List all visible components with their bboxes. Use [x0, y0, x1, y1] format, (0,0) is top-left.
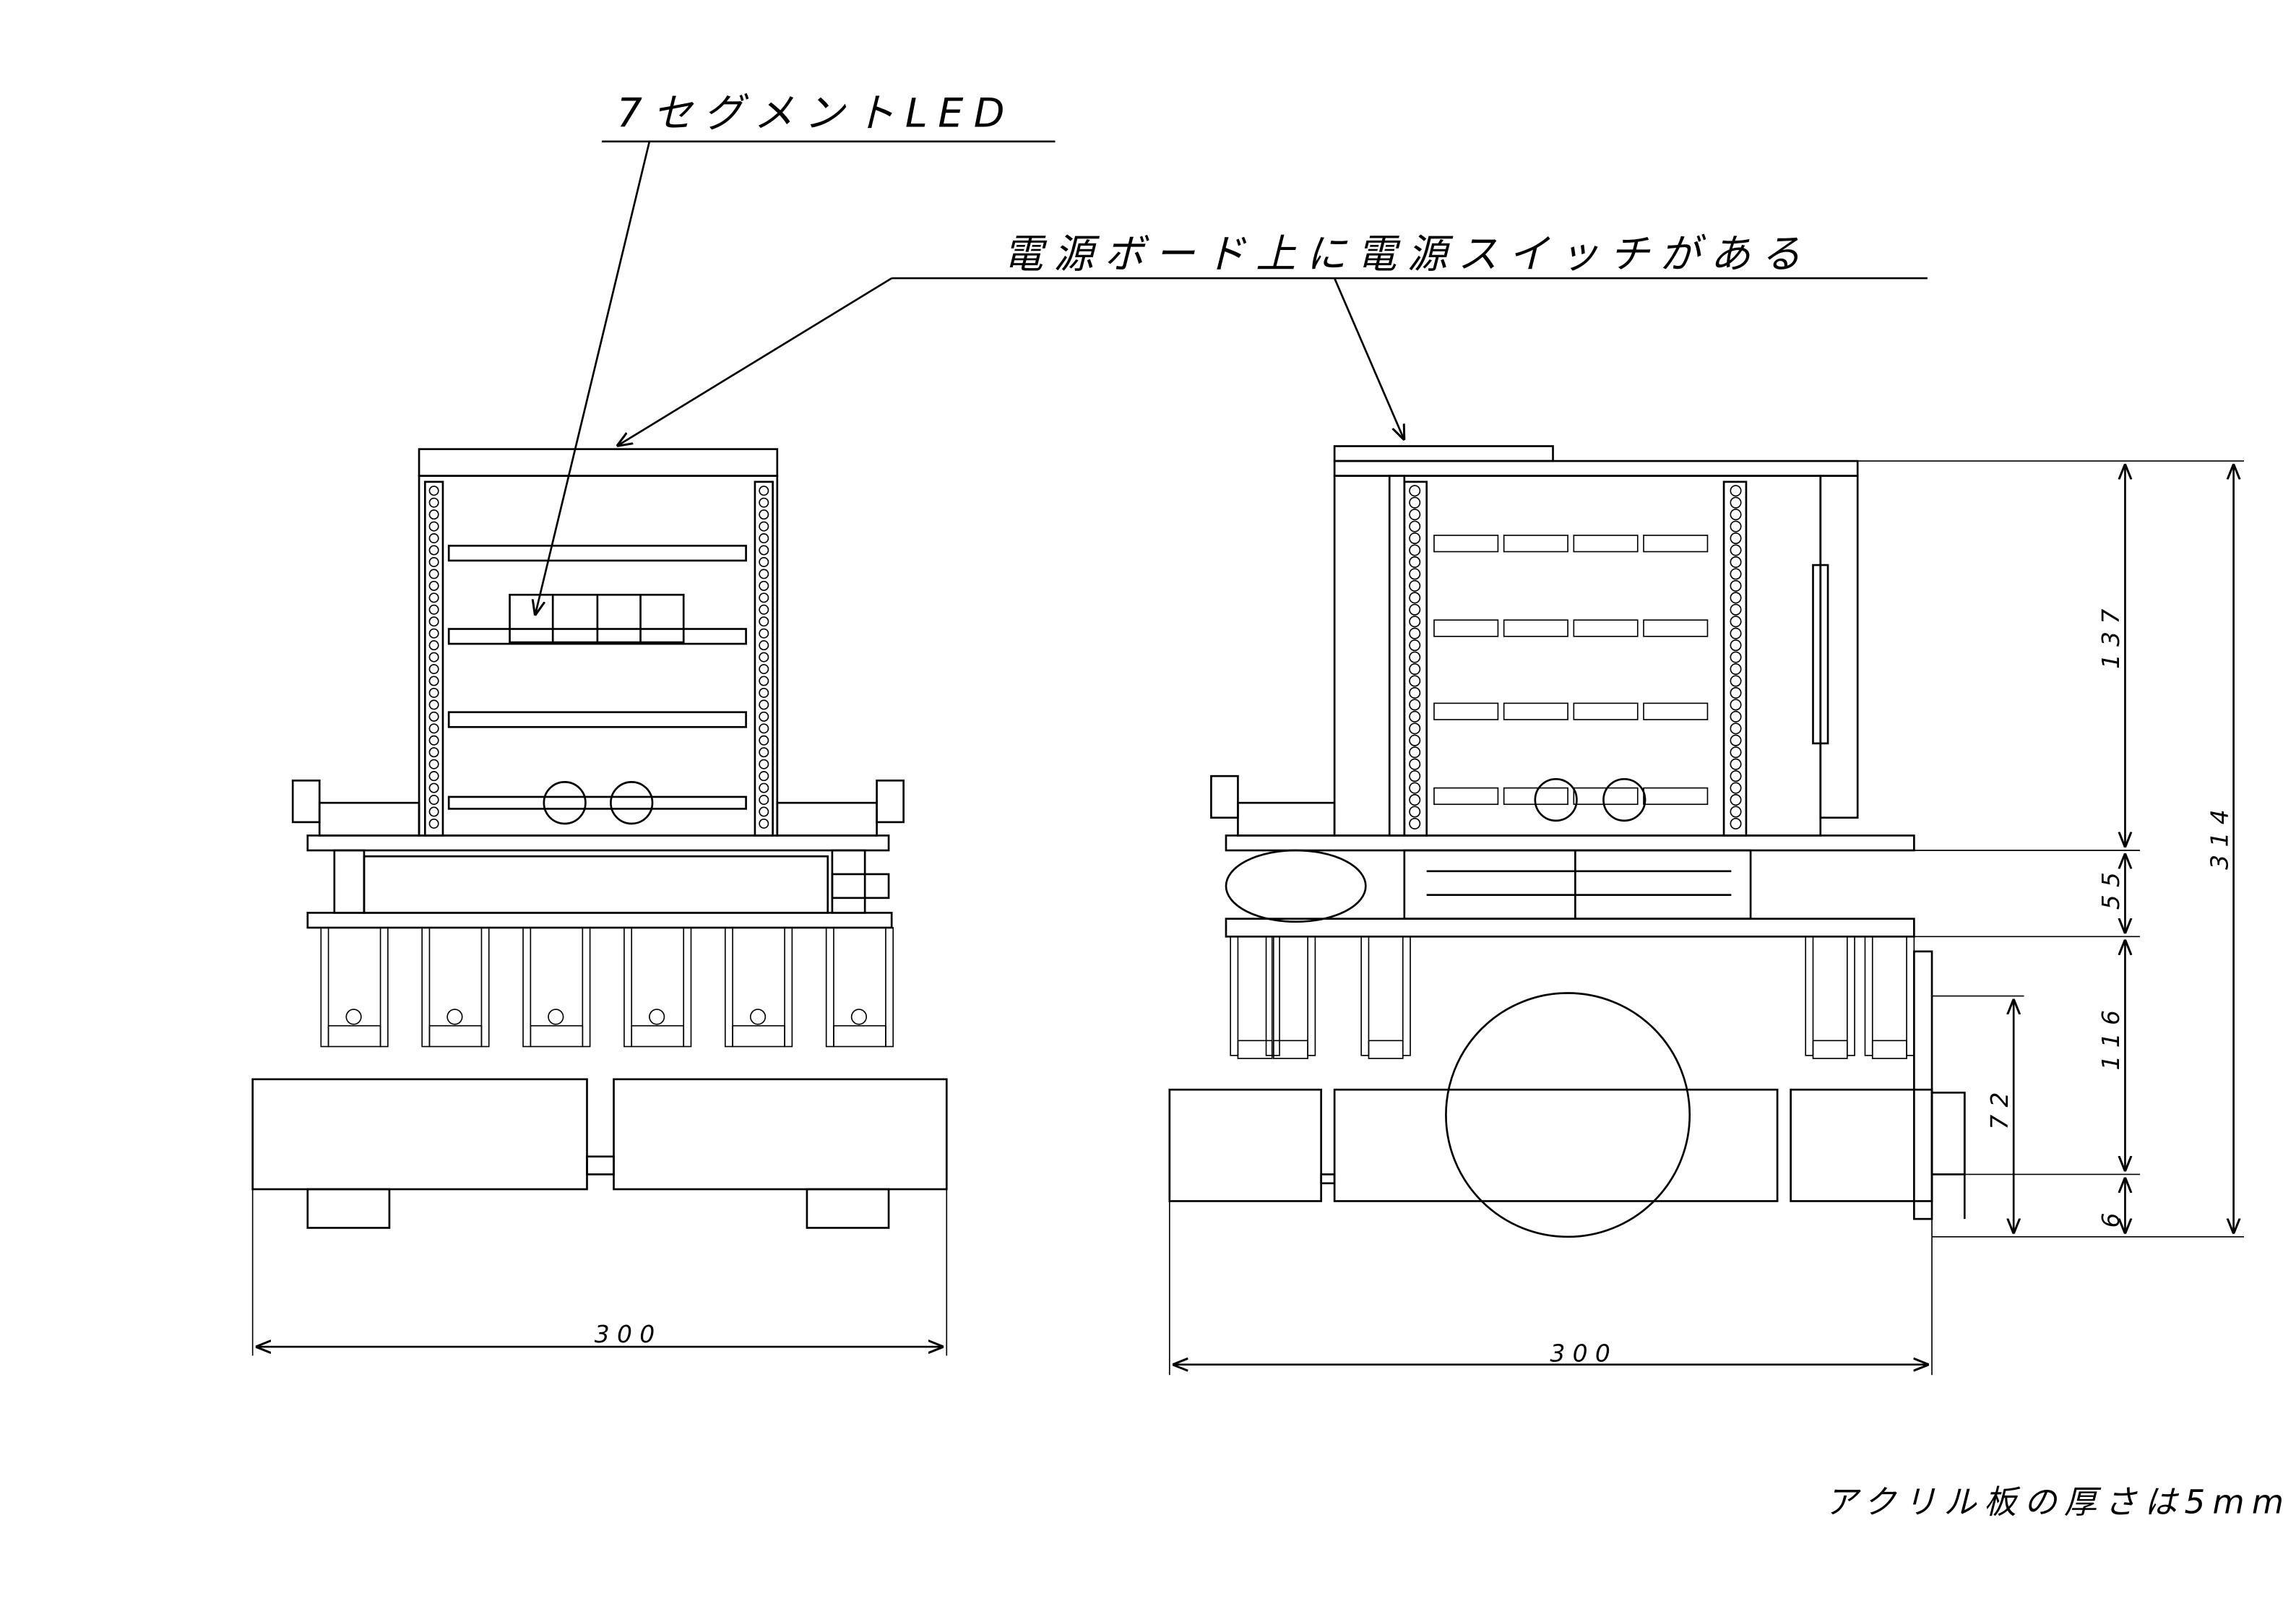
ground-clearance-dimension: 6 [2097, 1205, 2125, 1228]
side-view [1168, 445, 2245, 1376]
power-switch-note: 電源ボード上に電源スイッチがある [1003, 231, 1811, 278]
acrylic-thickness-note: アクリル板の厚さは5mm [1825, 1483, 2291, 1521]
leader-lines [535, 140, 1928, 616]
seven-segment-led-label: 7セグメントLED [617, 90, 1015, 137]
wheel-height-dimension: 72 [1985, 1084, 2014, 1129]
side-width-dimension: 300 [1550, 1340, 1618, 1368]
front-width-dimension: 300 [595, 1320, 663, 1348]
lower-height-dimension: 116 [2097, 1003, 2125, 1071]
upper-height-dimension: 137 [2097, 601, 2125, 669]
front-view [251, 448, 948, 1356]
seven-segment-led-display [509, 593, 685, 644]
total-height-dimension: 314 [2205, 802, 2233, 870]
middle-height-dimension: 55 [2097, 865, 2125, 910]
front-shelves [447, 544, 747, 810]
